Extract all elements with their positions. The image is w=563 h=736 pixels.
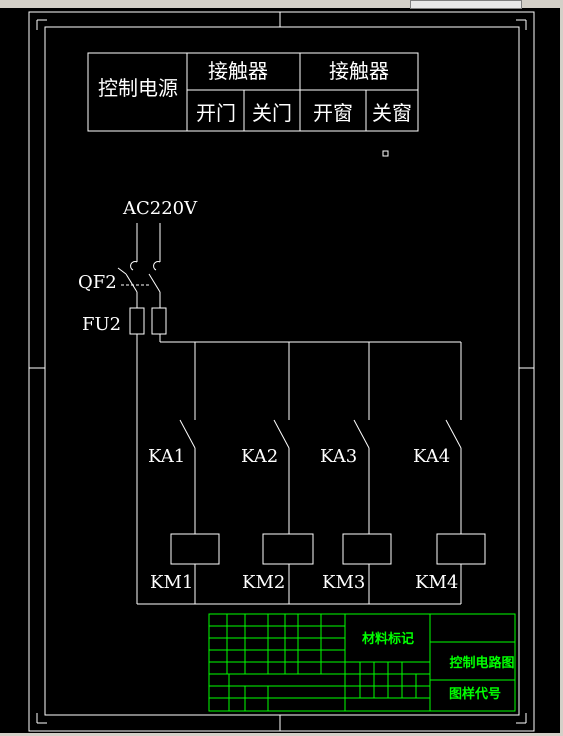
breaker-label: QF2 (78, 272, 117, 293)
breaker-qf2-symbol (117, 223, 161, 308)
open-window-label: 开窗 (313, 101, 353, 125)
branch-1 (170, 342, 220, 604)
drawing-name-label: 控制电路图 (449, 655, 514, 671)
relay-label-3: KA3 (320, 446, 357, 467)
branch-4 (436, 342, 486, 604)
corner-marks (36, 19, 527, 724)
small-square-marker (382, 150, 389, 157)
relay-label-1: KA1 (148, 446, 185, 467)
contactor-header-window: 接触器 (329, 59, 389, 83)
drawing-code-label: 图样代号 (449, 686, 501, 702)
fuse-label: FU2 (82, 314, 121, 335)
supply-label: AC220V (122, 198, 198, 219)
contactor-header-door: 接触器 (208, 59, 268, 83)
branch-2 (262, 342, 314, 604)
branch-3 (342, 342, 392, 604)
window-top-bar (0, 0, 563, 9)
coil-label-1: KM1 (150, 572, 193, 593)
coil-label-4: KM4 (415, 572, 458, 593)
close-door-label: 关门 (252, 101, 292, 125)
power-header: 控制电源 (98, 76, 178, 100)
bottom-scrollbar[interactable] (0, 733, 563, 736)
relay-label-4: KA4 (413, 446, 450, 467)
material-mark-label: 材料标记 (362, 631, 414, 647)
open-door-label: 开门 (196, 101, 236, 125)
header-table (87, 52, 419, 132)
close-window-label: 关窗 (372, 101, 412, 125)
drawing-tab[interactable] (410, 0, 522, 9)
fuse-fu2-symbol (129, 307, 167, 604)
right-scrollbar[interactable] (560, 8, 563, 733)
coil-label-2: KM2 (242, 572, 285, 593)
inner-frame (44, 26, 520, 716)
coil-label-3: KM3 (322, 572, 365, 593)
center-marks (29, 12, 534, 731)
outer-frame (28, 11, 535, 732)
title-block (208, 613, 516, 712)
relay-label-2: KA2 (241, 446, 278, 467)
